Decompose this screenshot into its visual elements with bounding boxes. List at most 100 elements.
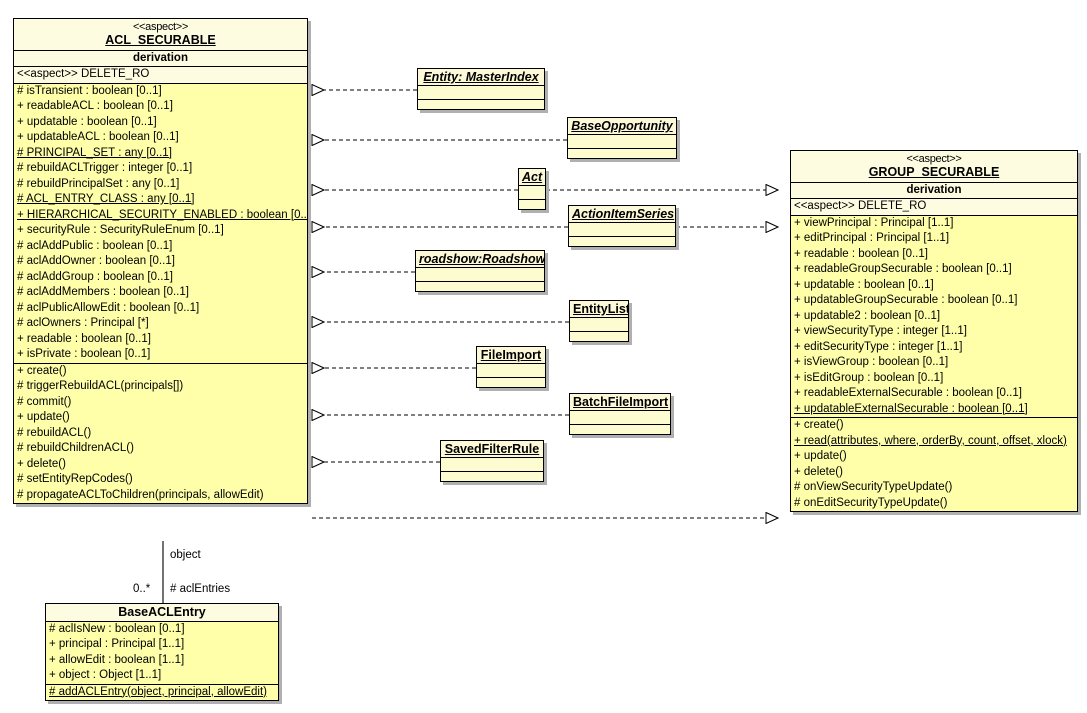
- attribute-row: + updatable : boolean [0..1]: [17, 115, 157, 128]
- class-name: ACL_SECURABLE: [105, 33, 216, 47]
- operations-compartment: [441, 471, 543, 481]
- attribute-row: + object : Object [1..1]: [49, 669, 162, 681]
- class-name: roadshow:Roadshow: [416, 251, 544, 268]
- class-baseopportunity[interactable]: BaseOpportunity: [567, 117, 677, 159]
- attribute-row: + readable : boolean [0..1]: [17, 332, 151, 345]
- class-act[interactable]: Act: [518, 168, 546, 210]
- attribute-row: + updatable : boolean [0..1]: [794, 278, 934, 291]
- operations-compartment: [570, 424, 670, 434]
- derivation-label: derivation: [133, 51, 188, 64]
- class-header-acl-securable: <<aspect>> ACL_SECURABLE: [14, 19, 307, 50]
- class-entitylist[interactable]: EntityList: [569, 300, 629, 342]
- operation-row: # onViewSecurityTypeUpdate(): [794, 481, 953, 493]
- attribute-row: # rebuildPrincipalSet : any [0..1]: [17, 177, 180, 190]
- class-name: EntityList: [570, 301, 628, 318]
- attribute-row: # aclOwners : Principal [*]: [17, 317, 149, 329]
- class-name: BaseACLEntry: [118, 605, 206, 619]
- attribute-row: # aclIsNew : boolean [0..1]: [49, 622, 185, 635]
- section-operations: + create()# triggerRebuildACL(principals…: [14, 362, 307, 503]
- class-name: Entity: MasterIndex: [418, 69, 544, 86]
- attribute-row: + isPrivate : boolean [0..1]: [17, 348, 151, 360]
- attribute-row: + isEditGroup : boolean [0..1]: [794, 371, 944, 384]
- section-derivation: derivation: [14, 49, 307, 66]
- association-multiplicity: 0..*: [133, 583, 151, 595]
- attribute-row: + editSecurityType : integer [1..1]: [794, 340, 963, 353]
- attributes-compartment: [441, 457, 543, 472]
- class-roadshow[interactable]: roadshow:Roadshow: [415, 250, 545, 292]
- class-actionitemseries[interactable]: ActionItemSeries: [568, 205, 676, 247]
- attribute-row: + isViewGroup : boolean [0..1]: [794, 356, 949, 368]
- attribute-row: + readableExternalSecurable : boolean [0…: [794, 387, 1022, 399]
- derivation-label: derivation: [906, 183, 962, 196]
- operations-compartment: [519, 199, 545, 209]
- class-name: BaseOpportunity: [568, 118, 676, 135]
- class-name: Act: [519, 169, 545, 186]
- operation-row: + delete(): [17, 457, 66, 470]
- attribute-row: # aclAddMembers : boolean [0..1]: [17, 286, 189, 298]
- attribute-row: + allowEdit : boolean [1..1]: [49, 653, 185, 666]
- operation-row: + delete(): [794, 465, 843, 478]
- operation-row: # commit(): [17, 395, 72, 408]
- section-operations: + create() + read(attributes, where, orde…: [791, 417, 1077, 511]
- attributes-compartment: [568, 134, 676, 149]
- attribute-row: # aclAddOwner : boolean [0..1]: [17, 255, 175, 267]
- class-name: SavedFilterRule: [441, 441, 543, 458]
- operation-row: # onEditSecurityTypeUpdate(): [794, 496, 948, 509]
- attribute-row: # isTransient : boolean [0..1]: [17, 84, 162, 97]
- attribute-row: # aclPublicAllowEdit : boolean [0..1]: [17, 301, 200, 314]
- attribute-row: + principal : Principal [1..1]: [49, 638, 185, 650]
- operation-row: + update(): [17, 411, 70, 423]
- class-group-securable[interactable]: <<aspect>> GROUP_SECURABLE derivation <<…: [790, 150, 1078, 512]
- class-fileimport[interactable]: FileImport: [476, 346, 546, 388]
- operations-compartment: [570, 331, 628, 341]
- operation-row: # rebuildACL(): [17, 426, 92, 439]
- attribute-row: + viewPrincipal : Principal [1..1]: [794, 216, 954, 229]
- class-savedfilterrule[interactable]: SavedFilterRule: [440, 440, 544, 482]
- attribute-row: # aclAddGroup : boolean [0..1]: [17, 270, 173, 283]
- delete-ro-label: <<aspect>> DELETE_RO: [794, 200, 927, 212]
- attribute-row: + updatableACL : boolean [0..1]: [17, 131, 179, 143]
- section-attributes: # isTransient : boolean [0..1] + readable…: [14, 82, 308, 363]
- class-batchfileimport[interactable]: BatchFileImport: [569, 393, 671, 435]
- section-delete-ro: <<aspect>> DELETE_RO: [791, 198, 1077, 215]
- attribute-row: + HIERARCHICAL_SECURITY_ENABLED : boolea…: [17, 208, 308, 221]
- attribute-row: # rebuildACLTrigger : integer [0..1]: [17, 162, 193, 174]
- class-header-group-securable: <<aspect>> GROUP_SECURABLE: [791, 151, 1077, 182]
- operation-row: + create(): [794, 419, 844, 431]
- section-attributes: + viewPrincipal : Principal [1..1] + edit…: [791, 214, 1077, 417]
- association-role-object: object: [170, 549, 201, 561]
- class-name: ActionItemSeries: [569, 206, 675, 223]
- attribute-row: + updatable2 : boolean [0..1]: [794, 309, 941, 322]
- attributes-compartment: [418, 85, 544, 100]
- attribute-row: + securityRule : SecurityRuleEnum [0..1]: [17, 224, 224, 236]
- class-base-acl-entry[interactable]: BaseACLEntry # aclIsNew : boolean [0..1]…: [45, 603, 279, 701]
- operation-row: # propagateACLToChildren(principals, all…: [17, 488, 264, 501]
- section-operations: # addACLEntry(object, principal, allowEd…: [46, 683, 278, 700]
- attributes-compartment: [569, 222, 675, 237]
- operations-compartment: [418, 99, 544, 109]
- attribute-row: + readableGroupSecurable : boolean [0..1…: [794, 263, 1012, 275]
- section-delete-ro: <<aspect>> DELETE_RO: [14, 66, 307, 83]
- operations-compartment: [569, 236, 675, 246]
- class-name: FileImport: [477, 347, 545, 364]
- attribute-row: + updatableGroupSecurable : boolean [0..…: [794, 294, 1018, 306]
- class-stereotype: <<aspect>>: [132, 21, 189, 33]
- section-derivation: derivation: [791, 181, 1077, 198]
- attribute-row: # PRINCIPAL_SET : any [0..1]: [17, 146, 172, 159]
- attribute-row: + readable : boolean [0..1]: [794, 247, 928, 260]
- class-name: BatchFileImport: [570, 394, 670, 411]
- attributes-compartment: [570, 317, 628, 332]
- operations-compartment: [416, 281, 544, 291]
- operation-row: # rebuildChildrenACL(): [17, 442, 134, 454]
- attribute-row: # ACL_ENTRY_CLASS : any [0..1]: [17, 193, 195, 205]
- operations-compartment: [568, 148, 676, 158]
- operation-row: + create(): [17, 364, 67, 377]
- class-header-base-acl-entry: BaseACLEntry: [46, 604, 278, 621]
- attribute-row: + editPrincipal : Principal [1..1]: [794, 232, 950, 244]
- class-entity-masterindex[interactable]: Entity: MasterIndex: [417, 68, 545, 110]
- attribute-row: + viewSecurityType : integer [1..1]: [794, 325, 967, 337]
- operation-row: + read(attributes, where, orderBy, count…: [794, 434, 1067, 447]
- section-attributes: # aclIsNew : boolean [0..1] + principal :…: [46, 620, 278, 684]
- class-acl-securable[interactable]: <<aspect>> ACL_SECURABLE derivation <<as…: [13, 18, 308, 504]
- attribute-row: + readableACL : boolean [0..1]: [17, 100, 173, 112]
